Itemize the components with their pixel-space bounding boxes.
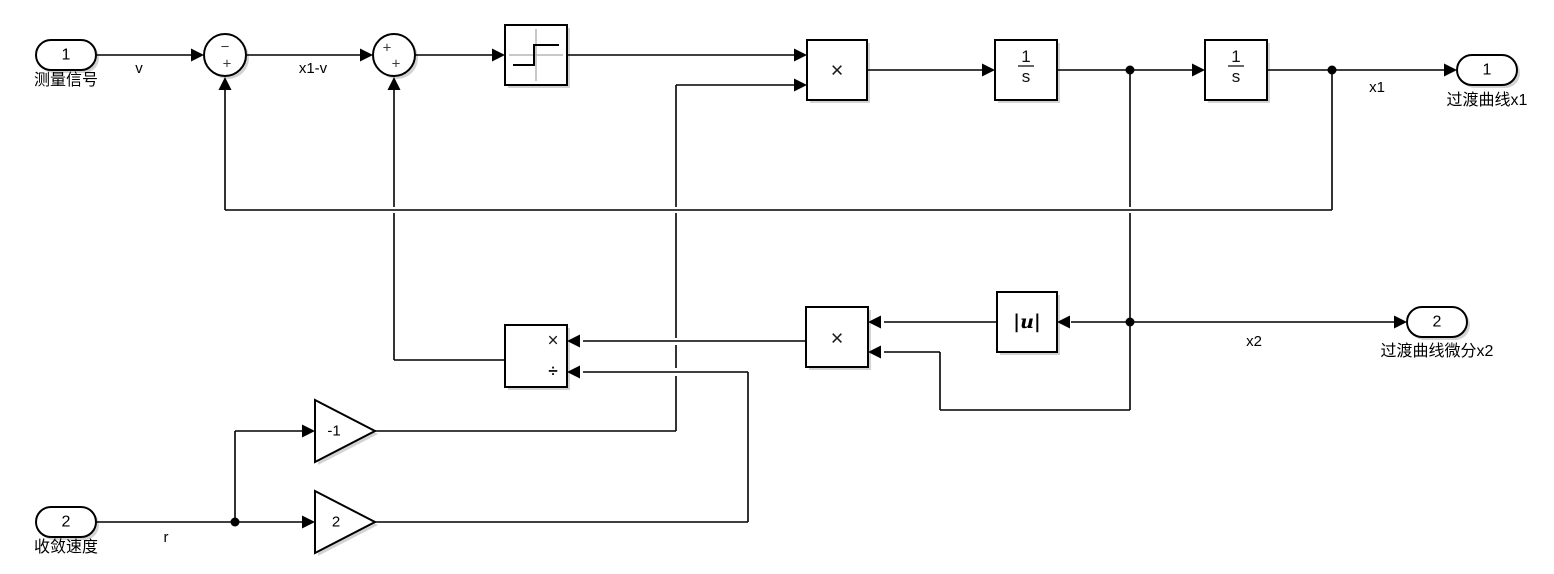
product1-block[interactable]: × bbox=[806, 39, 868, 101]
outport1-block[interactable]: 1 过渡曲线x1 bbox=[1447, 54, 1528, 109]
arrowhead-gain-neg1-in bbox=[302, 424, 315, 438]
branch-dots bbox=[230, 65, 1337, 527]
signal-label-x2[interactable]: x2 bbox=[1246, 333, 1262, 350]
signal-label-v[interactable]: v bbox=[135, 60, 143, 77]
arrowhead-product2-in2 bbox=[868, 345, 881, 359]
inport2-name[interactable]: 收敛速度 bbox=[34, 538, 98, 556]
outport2-number: 2 bbox=[1433, 314, 1442, 331]
multiply-icon: × bbox=[831, 326, 844, 351]
inport2-oval[interactable] bbox=[35, 506, 97, 538]
branch-dot-x1 bbox=[1327, 65, 1337, 75]
abs-block[interactable]: |u| bbox=[996, 291, 1058, 353]
arrowhead-sum1-bottom bbox=[218, 77, 232, 90]
signum-step-icon bbox=[509, 29, 563, 81]
outport2-block[interactable]: 2 过渡曲线微分x2 bbox=[1381, 306, 1494, 360]
arrowhead-sum2-in bbox=[360, 48, 373, 62]
signal-labels[interactable]: v x1-v x1 x2 r bbox=[135, 60, 1385, 546]
integrator1-numerator: 1 bbox=[1021, 47, 1030, 66]
divide-block[interactable]: × ÷ bbox=[504, 324, 568, 388]
product1-body[interactable] bbox=[806, 39, 868, 101]
wires[interactable] bbox=[96, 54, 1449, 523]
arrowhead-product2-in1 bbox=[868, 315, 881, 329]
gain-2-value: 2 bbox=[332, 514, 340, 531]
gain-2-triangle[interactable] bbox=[314, 489, 378, 555]
gain-2-block[interactable]: 2 bbox=[314, 489, 378, 555]
divide-body[interactable] bbox=[504, 324, 568, 388]
integrator2-block[interactable]: 1 s bbox=[1204, 39, 1268, 101]
inport1-block[interactable]: 1 测量信号 bbox=[34, 39, 98, 89]
sum1-block[interactable]: − + bbox=[203, 33, 247, 77]
sum1-minus-sign: − bbox=[221, 39, 230, 56]
sum1-plus-sign: + bbox=[223, 56, 232, 73]
inport1-oval[interactable] bbox=[35, 39, 97, 71]
multiply-icon: × bbox=[831, 58, 844, 83]
arrowhead-abs-in bbox=[1057, 315, 1070, 329]
product2-body[interactable] bbox=[805, 306, 869, 368]
signal-label-x1[interactable]: x1 bbox=[1369, 79, 1385, 96]
integrator1-denominator: s bbox=[1022, 67, 1031, 86]
integrator2-denominator: s bbox=[1232, 67, 1241, 86]
gain-neg1-triangle[interactable] bbox=[314, 398, 378, 464]
arrowhead-outport2-in bbox=[1394, 315, 1407, 329]
arrowhead-sum2-bottom bbox=[387, 77, 401, 90]
inport1-number: 1 bbox=[62, 47, 71, 64]
sum2-plus1-sign: + bbox=[383, 40, 392, 57]
arrowhead-gain2-in bbox=[302, 515, 315, 529]
arrowhead-divide-in2 bbox=[567, 365, 580, 379]
outport2-name[interactable]: 过渡曲线微分x2 bbox=[1381, 342, 1494, 360]
block-shadows bbox=[39, 28, 1520, 556]
arrowhead-sign-in bbox=[492, 48, 505, 62]
blocks[interactable]: 1 测量信号 − + + + × bbox=[34, 24, 1528, 556]
outport1-name[interactable]: 过渡曲线x1 bbox=[1447, 91, 1528, 109]
arrowhead-product1-in1 bbox=[794, 48, 807, 62]
arrowhead-integrator2-in bbox=[1192, 63, 1205, 77]
gain-neg1-value: -1 bbox=[327, 423, 340, 440]
gain-neg1-block[interactable]: -1 bbox=[314, 398, 378, 464]
outport1-number: 1 bbox=[1483, 62, 1492, 79]
inport2-number: 2 bbox=[62, 514, 71, 531]
arrowhead-sum1-in bbox=[191, 48, 204, 62]
product2-block[interactable]: × bbox=[805, 306, 869, 368]
integrator2-numerator: 1 bbox=[1231, 47, 1240, 66]
multiply-icon: × bbox=[547, 331, 558, 352]
arrowhead-integrator1-in bbox=[982, 63, 995, 77]
sign-block[interactable] bbox=[504, 24, 568, 86]
arrowheads bbox=[191, 48, 1457, 529]
branch-dot-x2-out bbox=[1125, 317, 1135, 327]
integrator1-block[interactable]: 1 s bbox=[994, 39, 1058, 101]
signal-label-r[interactable]: r bbox=[164, 529, 169, 546]
arrowhead-divide-in1 bbox=[567, 334, 580, 348]
arrowhead-outport1-in bbox=[1444, 63, 1457, 77]
signal-label-x1-v[interactable]: x1-v bbox=[299, 60, 328, 77]
integrator1-body[interactable] bbox=[994, 39, 1058, 101]
inport1-name[interactable]: 测量信号 bbox=[34, 71, 98, 89]
abs-body[interactable] bbox=[996, 291, 1058, 353]
divide-icon: ÷ bbox=[548, 362, 557, 381]
sum2-plus2-sign: + bbox=[392, 56, 401, 73]
inport2-block[interactable]: 2 收敛速度 bbox=[34, 506, 98, 556]
arrowhead-product1-in2 bbox=[794, 78, 807, 92]
abs-icon: |u| bbox=[1013, 311, 1041, 333]
branch-dot-x2 bbox=[1125, 65, 1135, 75]
branch-dot-r bbox=[230, 517, 240, 527]
sum2-block[interactable]: + + bbox=[372, 33, 416, 77]
